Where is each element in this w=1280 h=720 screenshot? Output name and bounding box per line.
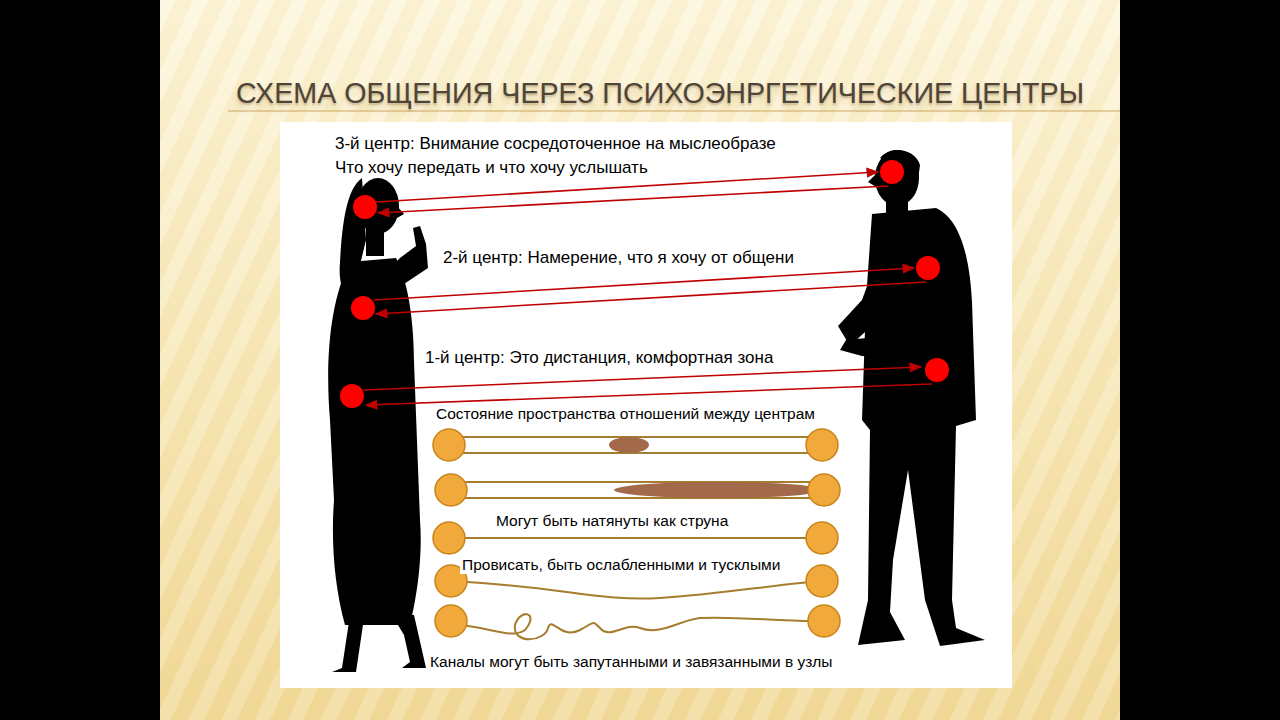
- annotation-label: 3-й центр: Внимание сосредоточенное на м…: [333, 134, 778, 154]
- exchange-arrow: [364, 172, 932, 405]
- annotation-label: 2-й центр: Намерение, что я хочу от обще…: [441, 248, 796, 268]
- blockage: [609, 437, 649, 453]
- energy-center-dot: [340, 160, 949, 408]
- woman-silhouette: [328, 178, 428, 672]
- white-panel: [280, 122, 1012, 688]
- channel-end: [433, 429, 840, 637]
- annotation-label: Каналы могут быть запутанными и завязанн…: [428, 653, 834, 671]
- channel-line: [449, 437, 822, 639]
- annotation-label: Что хочу передать и что хочу услышать: [333, 158, 650, 178]
- annotation-label: Состояние пространства отношений между ц…: [434, 405, 817, 423]
- annotation-label: Провисать, быть ослабленными и тусклыми: [460, 556, 782, 574]
- title-rule: [228, 111, 1120, 112]
- slide-title: СХЕМА ОБЩЕНИЯ ЧЕРЕЗ ПСИХОЭНРГЕТИЧЕСКИЕ Ц…: [236, 76, 1084, 110]
- blockage: [614, 482, 822, 498]
- man-silhouette: [838, 150, 985, 646]
- annotation-label: 1-й центр: Это дистанция, комфортная зон…: [423, 348, 775, 368]
- annotation-label: Могут быть натянуты как струна: [494, 512, 730, 530]
